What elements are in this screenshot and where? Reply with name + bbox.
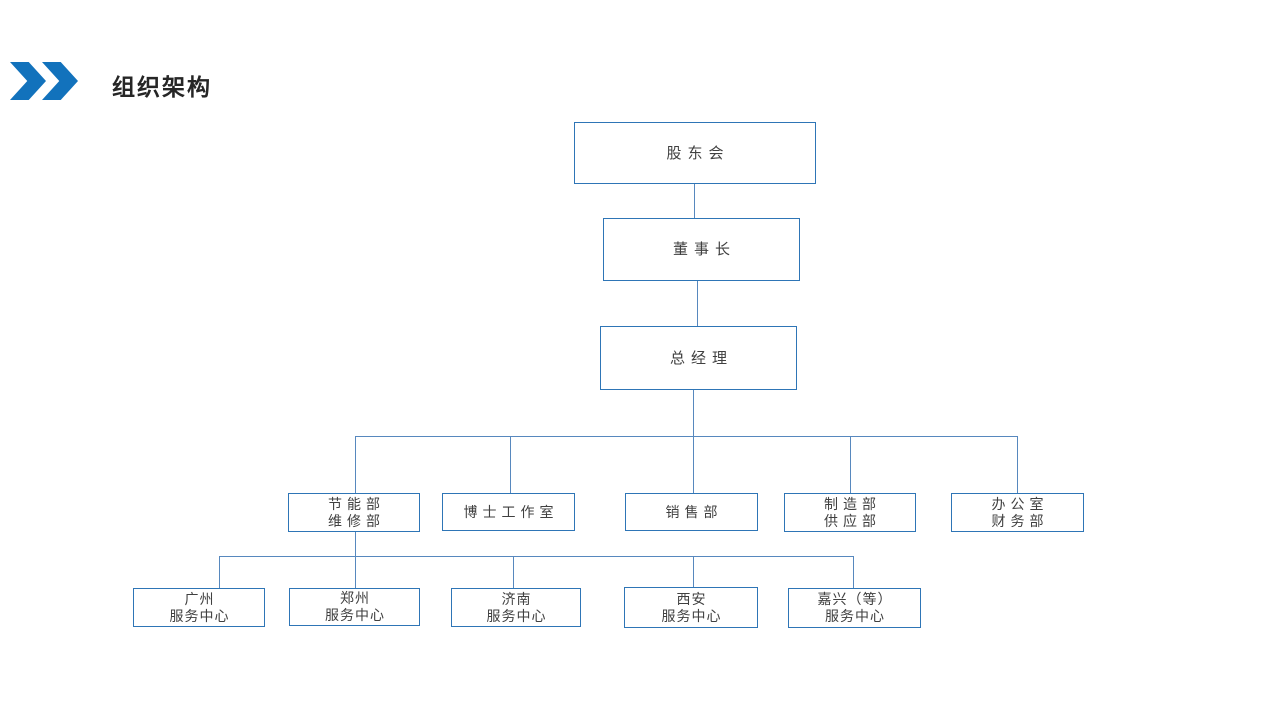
connector-service-bus [219,556,853,558]
org-node-label: 广州 [184,590,215,607]
connector-drop-manufacturing [850,436,852,493]
org-node-label: 销售部 [665,503,723,520]
org-node-jiaxing-center: 嘉兴（等） 服务中心 [788,588,921,628]
org-node-shareholders: 股东会 [574,122,816,184]
org-node-label: 总经理 [669,349,733,367]
org-node-label: 服务中心 [169,607,230,624]
org-node-label: 董事长 [672,241,736,258]
org-node-zhengzhou-center: 郑州 服务中心 [289,588,420,626]
connector-gm-sales [693,390,695,493]
org-node-label: 股东会 [666,144,730,162]
connector-drop-doctor-studio [510,436,512,493]
org-node-sales-dept: 销售部 [625,493,758,531]
connector-energy-zhengzhou [355,532,357,588]
org-node-label: 服务中心 [825,608,885,624]
org-node-label: 维修部 [328,512,385,529]
org-node-label: 节能部 [328,495,385,512]
double-chevron-icon [10,62,80,100]
connector-drop-jiaxing [853,556,855,588]
org-node-jinan-center: 济南 服务中心 [451,588,581,627]
org-node-label: 财务部 [991,512,1049,529]
org-node-label: 博士工作室 [463,503,559,520]
org-node-label: 供应部 [824,512,881,529]
org-node-label: 服务中心 [661,607,722,624]
org-node-office: 办公室 财务部 [951,493,1084,532]
org-node-energy-dept: 节能部 维修部 [288,493,420,532]
org-node-general-manager: 总经理 [600,326,797,390]
org-node-xian-center: 西安 服务中心 [624,587,758,628]
connector-shareholders-chairman [694,184,696,218]
org-node-label: 郑州 [340,590,370,606]
org-node-guangzhou-center: 广州 服务中心 [133,588,265,627]
connector-drop-xian [693,556,695,588]
org-node-manufacturing: 制造部 供应部 [784,493,916,532]
page-title: 组织架构 [112,74,212,100]
org-node-label: 济南 [501,590,532,607]
org-node-doctor-studio: 博士工作室 [442,493,575,531]
org-node-label: 服务中心 [325,607,385,623]
connector-drop-jinan [513,556,515,588]
org-node-label: 办公室 [991,495,1049,512]
connector-dept-bus [355,436,1018,438]
connector-drop-office [1017,436,1019,493]
org-node-chairman: 董事长 [603,218,800,281]
connector-chairman-gm [697,281,699,326]
org-node-label: 西安 [676,590,707,607]
connector-drop-energy [355,436,357,493]
connector-drop-guangzhou [219,556,221,588]
org-node-label: 服务中心 [486,607,547,624]
org-node-label: 制造部 [824,495,881,512]
org-node-label: 嘉兴（等） [817,591,893,607]
